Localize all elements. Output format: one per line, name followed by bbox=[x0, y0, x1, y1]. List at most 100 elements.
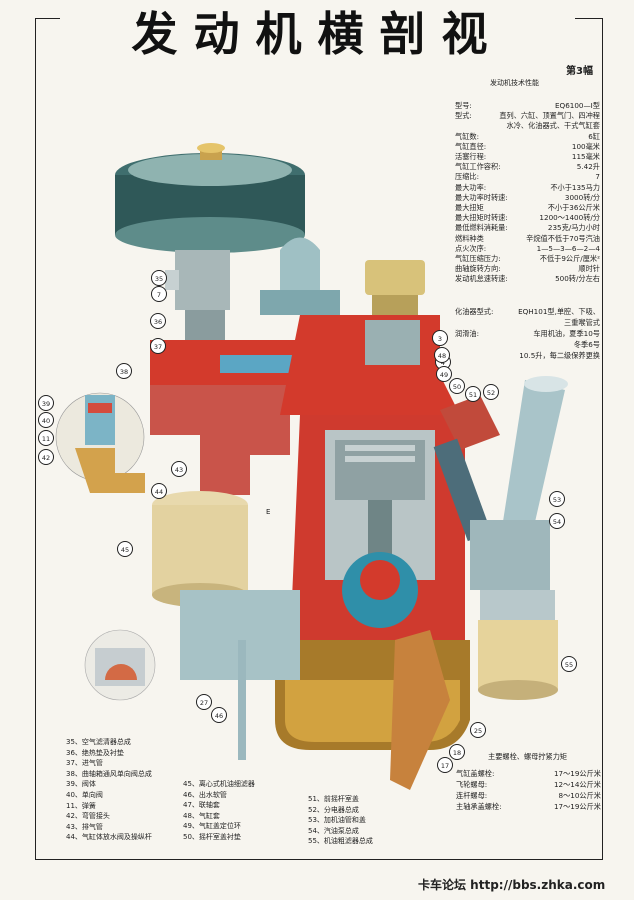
torque-heading: 主要螺栓、螺母拧紧力矩 bbox=[488, 752, 568, 761]
outlet-hose bbox=[238, 640, 246, 760]
callout-50: 50 bbox=[449, 378, 465, 394]
spec-table-2: 化油器型式:EQH101型,单腔、下吸、三重喉管式润滑油:车用机油，夏季10号冬… bbox=[455, 306, 600, 361]
torque-row: 气缸盖螺栓:17～19公斤米 bbox=[456, 768, 601, 779]
callout-27: 27 bbox=[196, 694, 212, 710]
spec-value: 1200～1400转/分 bbox=[539, 213, 600, 223]
carburettor bbox=[165, 250, 230, 340]
torque-value: 8～10公斤米 bbox=[558, 791, 601, 800]
callout-3: 3 bbox=[432, 330, 448, 346]
spec2-row: 10.5升，每二级保养更换 bbox=[455, 350, 600, 361]
callout-17: 17 bbox=[437, 757, 453, 773]
callout-25: 25 bbox=[470, 722, 486, 738]
oil-fine-filter bbox=[152, 491, 248, 607]
spec-key: 气缸数: bbox=[455, 131, 479, 141]
spec-value: 顺时针 bbox=[578, 264, 600, 274]
spec-key: 型式: bbox=[455, 111, 472, 121]
torque-value: 17～19公斤米 bbox=[553, 802, 601, 811]
spec-key: 型号: bbox=[455, 101, 472, 110]
legend-item: 51、前摇杆室盖 bbox=[308, 795, 359, 803]
spec-row: 最大功率时转速:3000转/分 bbox=[455, 193, 600, 203]
spec-table: 型号: EQ6100—Ⅰ型型式:直列、六缸、顶置气门、四冲程水冷、化油器式、干式气… bbox=[455, 101, 600, 285]
spec-key: 发动机怠速转速: bbox=[455, 274, 508, 284]
callout-35: 35 bbox=[151, 270, 167, 286]
spec-value: 6缸 bbox=[588, 131, 600, 141]
spec-value: 辛烷值不低于70号汽油 bbox=[526, 233, 600, 243]
spec-row: 最大功率:不小于135马力 bbox=[455, 183, 600, 193]
legend-item: 11、弹簧 bbox=[66, 801, 96, 810]
legend-item: 48、气缸套 bbox=[183, 811, 220, 820]
callout-38: 38 bbox=[116, 363, 132, 379]
torque-row: 主轴承盖螺栓:17～19公斤米 bbox=[456, 801, 601, 812]
legend-item: 45、离心式机油细滤器 bbox=[183, 780, 255, 788]
torque-value: 12～14公斤米 bbox=[553, 780, 601, 789]
water-pump-housing bbox=[180, 590, 300, 680]
torque-row: 飞轮螺母:12～14公斤米 bbox=[456, 779, 601, 790]
spec-key: 最低燃料消耗量: bbox=[455, 223, 508, 233]
callout-40: 40 bbox=[38, 412, 54, 428]
legend-item: 46、出水软管 bbox=[183, 790, 227, 799]
legend-item: 50、摇杆室盖衬垫 bbox=[183, 832, 241, 841]
callout-51: 51 bbox=[465, 386, 481, 402]
torque-value: 17～19公斤米 bbox=[553, 769, 601, 778]
spec-value: 水冷、化油器式、干式气缸套 bbox=[506, 121, 600, 131]
spec-key: 点火次序: bbox=[455, 243, 487, 253]
spec-key: 燃料种类 bbox=[455, 233, 484, 243]
callout-43: 43 bbox=[171, 461, 187, 477]
spec-key: 压缩比: bbox=[455, 172, 479, 182]
legend-item: 35、空气滤清器总成 bbox=[66, 738, 131, 746]
spec-row: 曲轴旋转方向:顺时针 bbox=[455, 264, 600, 274]
legend-item: 42、弯管接头 bbox=[66, 812, 110, 821]
spec-row: 压缩比: 7 bbox=[455, 172, 600, 182]
spec-row: 最大扭矩时转速:1200～1400转/分 bbox=[455, 213, 600, 223]
oil-filler-cap bbox=[365, 260, 425, 315]
spec2-value: 三重喉管式 bbox=[564, 318, 600, 327]
spec-row: 气缸工作容积: 5.42升 bbox=[455, 162, 600, 172]
spec2-key: 化油器型式: bbox=[455, 307, 494, 316]
callout-42: 42 bbox=[38, 449, 54, 465]
spec-key: 最大扭矩 bbox=[455, 203, 484, 213]
callout-55: 55 bbox=[561, 656, 577, 672]
spec-heading: 发动机技术性能 bbox=[490, 79, 539, 87]
callout-36: 36 bbox=[150, 313, 166, 329]
spec-row: 型式:直列、六缸、顶置气门、四冲程 bbox=[455, 111, 600, 121]
spec2-row: 冬季6号 bbox=[455, 339, 600, 350]
spec-key: 气缸工作容积: bbox=[455, 162, 501, 172]
callout-11: 11 bbox=[38, 430, 54, 446]
footer-watermark: 卡车论坛 http://bbs.zhka.com bbox=[418, 878, 606, 892]
spec-key: 气缸直径: bbox=[455, 141, 487, 151]
inset-check-valve bbox=[55, 392, 145, 493]
legend-item: 55、机油粗滤器总成 bbox=[308, 837, 373, 846]
small-marker-label: E bbox=[266, 508, 270, 516]
legend-item: 52、分电器总成 bbox=[308, 805, 359, 814]
spec-row: 燃料种类 辛烷值不低于70号汽油 bbox=[455, 234, 600, 244]
legend-item: 49、气缸盖定位环 bbox=[183, 822, 241, 831]
oil-pump bbox=[390, 630, 450, 790]
callout-48: 48 bbox=[434, 347, 450, 363]
callout-18: 18 bbox=[449, 744, 465, 760]
plate-number: 第3幅 bbox=[566, 66, 593, 77]
spec-value: EQ6100—Ⅰ型 bbox=[555, 101, 600, 110]
callout-44: 44 bbox=[151, 483, 167, 499]
distributor bbox=[433, 395, 500, 542]
callout-7: 7 bbox=[151, 286, 167, 302]
spec2-key: 润滑油: bbox=[455, 329, 479, 338]
legend-item: 54、汽油泵总成 bbox=[308, 826, 359, 835]
legend-item: 47、联轴套 bbox=[183, 801, 220, 810]
spec2-value: 车用机油，夏季10号 bbox=[533, 329, 600, 338]
spec2-row: 润滑油: 车用机油，夏季10号 bbox=[455, 328, 600, 339]
legend-item: 53、加机油管和盖 bbox=[308, 816, 366, 825]
spec-value: 500转/分左右 bbox=[555, 274, 600, 284]
legend-item: 37、进气管 bbox=[66, 759, 103, 768]
spec-value: 115毫米 bbox=[571, 152, 600, 162]
spec-value: 100毫米 bbox=[571, 141, 600, 151]
spec-value: 不小于36公斤米 bbox=[547, 203, 600, 213]
spec-row: 气缸压缩压力:不低于9公斤/厘米² bbox=[455, 254, 600, 264]
spec-value: 7 bbox=[595, 172, 600, 182]
spec-row: 最低燃料消耗量:235克/马力小时 bbox=[455, 223, 600, 233]
spec-row: 点火次序:1—5—3—6—2—4 bbox=[455, 244, 600, 254]
spec-value: 5.42升 bbox=[576, 162, 600, 172]
thermostat-housing bbox=[260, 237, 340, 315]
